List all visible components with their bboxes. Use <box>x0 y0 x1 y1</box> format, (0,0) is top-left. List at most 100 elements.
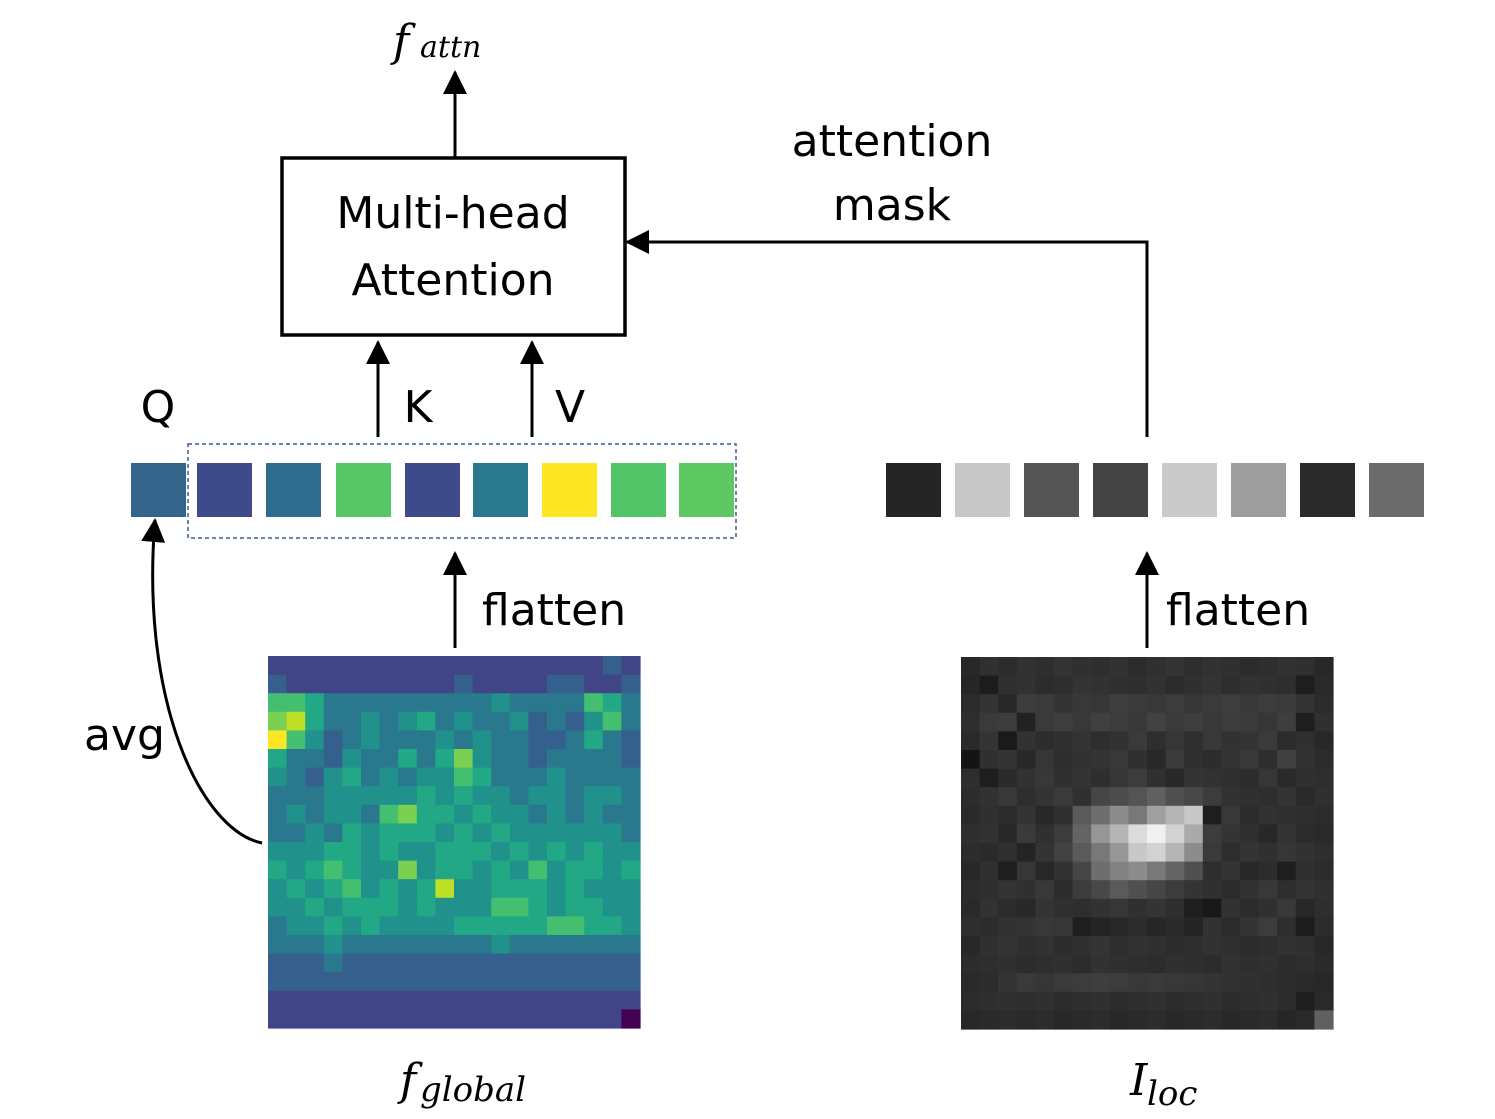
global-map-cell <box>361 823 381 843</box>
loc-map-cell <box>961 768 981 788</box>
global-map-cell <box>565 656 585 676</box>
loc-map-cell <box>1295 824 1315 844</box>
loc-map-cell <box>1184 898 1204 918</box>
loc-map-cell <box>1277 712 1297 732</box>
loc-map-cell <box>1054 824 1074 844</box>
global-map-cell <box>416 935 436 955</box>
global-map-cell <box>268 749 288 769</box>
loc-map-cell <box>1202 712 1222 732</box>
loc-map-cell <box>979 1010 999 1030</box>
global-map-cell <box>416 693 436 713</box>
global-map-cell <box>286 897 306 917</box>
output-subscript: attn <box>420 30 481 65</box>
loc-map-cell <box>1240 675 1260 695</box>
loc-map-cell <box>1202 936 1222 956</box>
loc-map-cell <box>1258 675 1278 695</box>
global-token-row <box>131 463 734 517</box>
loc-map-cell <box>1054 657 1074 677</box>
global-map-cell <box>565 897 585 917</box>
loc-map-cell <box>1016 1010 1036 1030</box>
loc-map-cell <box>1221 712 1241 732</box>
loc-map-cell <box>998 787 1018 807</box>
global-map-cell <box>286 767 306 787</box>
global-map-cell <box>602 916 622 936</box>
global-map-cell <box>602 823 622 843</box>
mask-token <box>1024 463 1079 517</box>
global-map-cell <box>435 693 455 713</box>
global-map-cell <box>472 693 492 713</box>
global-map-cell <box>342 804 362 824</box>
loc-map-cell <box>1035 973 1055 993</box>
loc-map-cell <box>1202 1010 1222 1030</box>
loc-map-cell <box>1221 843 1241 863</box>
global-map-cell <box>323 786 343 806</box>
global-map-cell <box>268 674 288 694</box>
loc-map-cell <box>1221 973 1241 993</box>
loc-map-cell <box>961 824 981 844</box>
loc-map-cell <box>1035 936 1055 956</box>
global-map-cell <box>361 730 381 750</box>
global-map-cell <box>323 674 343 694</box>
loc-map-cell <box>1072 991 1092 1011</box>
loc-map-cell <box>998 936 1018 956</box>
global-map-cell <box>472 897 492 917</box>
loc-map-cell <box>961 843 981 863</box>
global-map-cell <box>454 972 474 992</box>
global-map-cell <box>268 823 288 843</box>
loc-map-cell <box>1240 861 1260 881</box>
loc-map-cell <box>1128 843 1148 863</box>
loc-map-cell <box>1184 861 1204 881</box>
loc-map-cell <box>1295 657 1315 677</box>
loc-map-cell <box>1202 657 1222 677</box>
loc-map-cell <box>979 917 999 937</box>
global-map-cell <box>454 711 474 731</box>
global-map-cell <box>565 823 585 843</box>
loc-map-cell <box>1128 1010 1148 1030</box>
loc-map-cell <box>1165 843 1185 863</box>
loc-map-cell <box>1035 675 1055 695</box>
loc-map-cell <box>1035 712 1055 732</box>
global-map-cell <box>454 879 474 899</box>
global-map-cell <box>454 916 474 936</box>
loc-map-cell <box>1258 657 1278 677</box>
mask-label-line1: attention <box>792 116 993 167</box>
global-map-cell <box>528 749 548 769</box>
global-map-cell <box>454 693 474 713</box>
loc-map-cell <box>1277 750 1297 770</box>
loc-map-cell <box>1184 750 1204 770</box>
loc-map-cell <box>1221 750 1241 770</box>
loc-map-cell <box>1109 712 1129 732</box>
global-map-cell <box>547 897 567 917</box>
global-map-cell <box>621 1009 641 1029</box>
global-map-cell <box>528 990 548 1010</box>
global-map-cell <box>286 860 306 880</box>
loc-map-cell <box>1128 861 1148 881</box>
loc-map-cell <box>1258 750 1278 770</box>
loc-map-cell <box>1147 861 1167 881</box>
global-map-cell <box>361 935 381 955</box>
global-map-cell <box>472 656 492 676</box>
global-map-cell <box>584 786 604 806</box>
loc-map-cell <box>1147 991 1167 1011</box>
loc-map-cell <box>1016 880 1036 900</box>
global-feature-map <box>268 656 641 1029</box>
global-map-cell <box>305 656 325 676</box>
global-map-cell <box>491 767 511 787</box>
loc-map-cell <box>1221 1010 1241 1030</box>
global-map-cell <box>565 693 585 713</box>
global-map-cell <box>379 953 399 973</box>
global-map-cell <box>323 935 343 955</box>
global-map-cell <box>379 730 399 750</box>
loc-map-cell <box>1295 936 1315 956</box>
global-map-cell <box>491 953 511 973</box>
global-map-cell <box>472 674 492 694</box>
loc-map-cell <box>1314 694 1334 714</box>
global-map-cell <box>435 935 455 955</box>
loc-map-cell <box>1016 750 1036 770</box>
global-map-cell <box>268 804 288 824</box>
loc-token-row <box>886 463 1424 517</box>
loc-map-cell <box>1314 861 1334 881</box>
loc-map-cell <box>1054 675 1074 695</box>
loc-map-cell <box>1035 1010 1055 1030</box>
